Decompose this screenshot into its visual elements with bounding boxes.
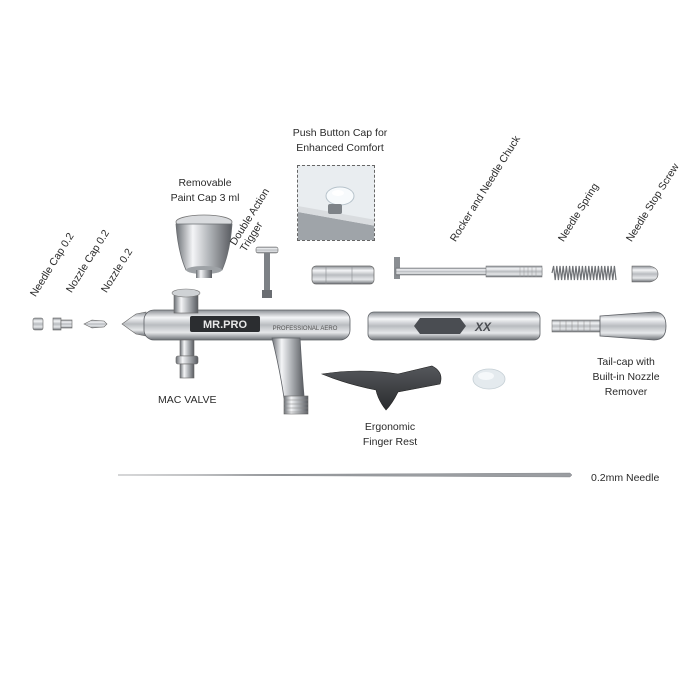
- handle-tube-part: XX: [367, 311, 541, 341]
- needle-spring-part: [551, 265, 617, 281]
- engraving-text: PROFESSIONAL AERO: [273, 326, 338, 332]
- paint-cap-label: Removable Paint Cap 3 ml: [170, 177, 240, 204]
- needle-part: [117, 472, 573, 478]
- needle-chuck-part: [394, 257, 543, 279]
- push-button-cap-part: [472, 368, 506, 390]
- push-button-cap-label: Push Button Cap for Enhanced Comfort: [292, 127, 388, 154]
- inset-image: [298, 166, 374, 240]
- rocker-guide-part: [311, 265, 375, 285]
- needle-cap-part: [32, 317, 44, 331]
- trigger-part: [255, 246, 279, 298]
- finger-rest-label: Ergonomic Finger Rest: [362, 421, 418, 448]
- finger-rest-part: [320, 365, 442, 411]
- paint-cup-part: [175, 214, 233, 278]
- nozzle-cap-part: [52, 317, 73, 331]
- svg-text:XX: XX: [474, 320, 492, 334]
- brand-logo: MR.PRO: [203, 319, 247, 331]
- airbrush-body: MR.PRO PROFESSIONAL AERO: [121, 288, 351, 415]
- needle-stop-screw-part: [631, 265, 659, 283]
- tail-cap-part: [551, 311, 667, 341]
- needle-label: 0.2mm Needle: [591, 472, 660, 484]
- push-button-cap-inset: [297, 165, 375, 241]
- nozzle-part: [83, 319, 108, 329]
- tail-cap-label: Tail-cap with Built-in Nozzle Remover: [592, 356, 660, 398]
- mac-valve-label: MAC VALVE: [158, 394, 217, 406]
